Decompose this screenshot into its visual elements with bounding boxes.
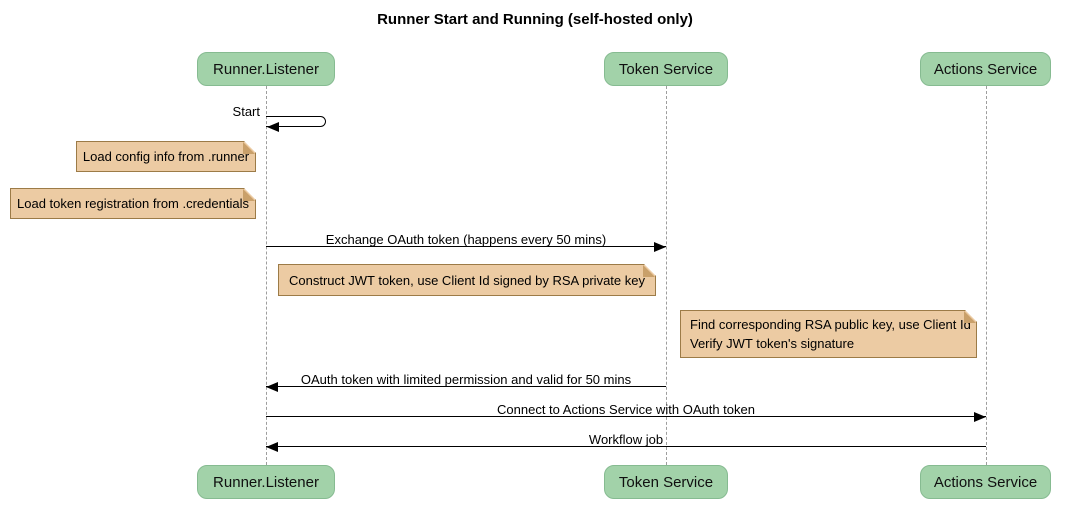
note-text: Load config info from .runner: [82, 149, 250, 164]
message-workflow-job-label: Workflow job: [588, 432, 664, 447]
participant-token-service-top: Token Service: [604, 52, 728, 86]
participant-actions-service-bottom: Actions Service: [920, 465, 1051, 499]
note-fold-icon: [964, 311, 976, 323]
message-exchange-oauth-label: Exchange OAuth token (happens every 50 m…: [325, 232, 607, 247]
message-oauth-token-label: OAuth token with limited permission and …: [300, 372, 632, 387]
arrowhead-right-icon: [654, 242, 666, 252]
participant-runner-listener-top: Runner.Listener: [197, 52, 335, 86]
message-oauth-token-line: [266, 386, 666, 387]
note-fold-icon: [643, 265, 655, 277]
note-text: Find corresponding RSA public key, use C…: [690, 316, 971, 351]
lifeline-actions-service: [986, 86, 987, 465]
note-fold-icon: [243, 189, 255, 201]
arrowhead-right-icon: [974, 412, 986, 422]
lifeline-token-service: [666, 86, 667, 465]
arrowhead-left-icon: [267, 122, 279, 132]
note-load-config: Load config info from .runner: [76, 141, 256, 172]
participant-token-service-bottom: Token Service: [604, 465, 728, 499]
note-construct-jwt: Construct JWT token, use Client Id signe…: [278, 264, 656, 296]
note-text: Load token registration from .credential…: [17, 196, 249, 211]
arrowhead-left-icon: [266, 442, 278, 452]
self-loop-line: [266, 116, 326, 127]
note-verify-jwt: Find corresponding RSA public key, use C…: [680, 310, 977, 358]
diagram-title: Runner Start and Running (self-hosted on…: [377, 11, 693, 28]
message-connect-actions-label: Connect to Actions Service with OAuth to…: [497, 402, 755, 417]
note-load-token-registration: Load token registration from .credential…: [10, 188, 256, 219]
message-connect-actions-line: [266, 416, 986, 417]
note-fold-icon: [243, 142, 255, 154]
participant-runner-listener-bottom: Runner.Listener: [197, 465, 335, 499]
message-workflow-job-line: [266, 446, 986, 447]
message-start-label: Start: [232, 104, 260, 119]
message-exchange-oauth-line: [266, 246, 666, 247]
lifeline-runner-listener: [266, 86, 267, 465]
participant-actions-service-top: Actions Service: [920, 52, 1051, 86]
arrowhead-left-icon: [266, 382, 278, 392]
note-text: Construct JWT token, use Client Id signe…: [289, 272, 645, 288]
